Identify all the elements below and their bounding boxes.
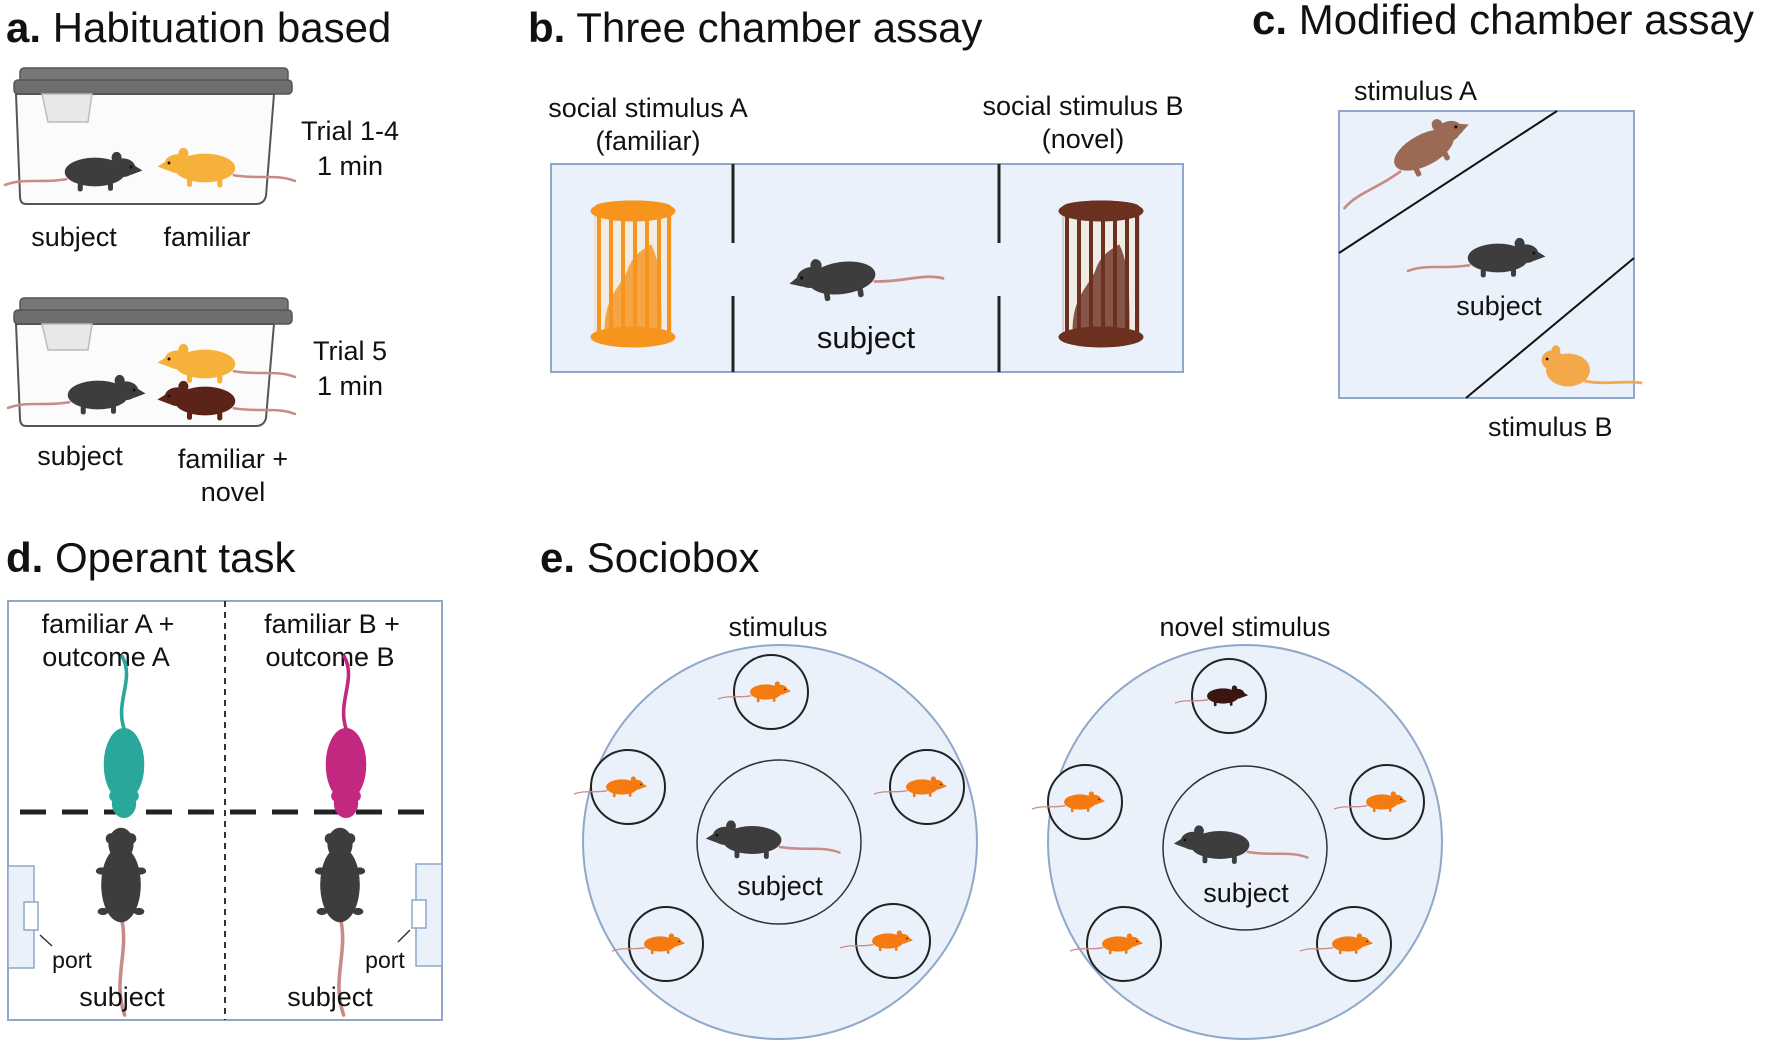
- novel-stimulus-label-e: novel stimulus: [1159, 612, 1330, 642]
- familiar-b-label-2: outcome B: [265, 642, 394, 672]
- stimulus-a-label-1: social stimulus A: [548, 93, 748, 123]
- right-port: [397, 863, 443, 967]
- stimulus-a-label-c: stimulus A: [1354, 76, 1477, 106]
- panel-d: d. Operant task familiar A + outcome A f…: [6, 534, 443, 1021]
- stimulus-label-e: stimulus: [728, 612, 827, 642]
- panel-b: b. Three chamber assay social stimulus A…: [528, 4, 1184, 373]
- trial-1-4-duration: 1 min: [317, 151, 383, 181]
- diagonal-partitions: [1338, 110, 1635, 399]
- home-cage-trial-1-4: [13, 67, 293, 205]
- panel-a: a. Habituation based Trial 1-4 1 min sub…: [3, 4, 399, 507]
- subject-label-d-right: subject: [287, 982, 373, 1012]
- chamber-dividers: [731, 164, 1001, 372]
- panel-b-title: b. Three chamber assay: [528, 4, 982, 51]
- stimulus-b-label-2: (novel): [1042, 124, 1125, 154]
- subject-label-e-left: subject: [737, 871, 823, 901]
- novel-cage: [1057, 199, 1145, 349]
- familiar-cage: [589, 199, 677, 349]
- port-label-left: port: [52, 947, 92, 973]
- stimulus-b-label-1: social stimulus B: [982, 91, 1183, 121]
- trial-1-4-label: Trial 1-4: [301, 116, 399, 146]
- subject-label-c: subject: [1456, 291, 1542, 321]
- stimulus-a-label-2: (familiar): [596, 126, 701, 156]
- subject-label-e-right: subject: [1203, 878, 1289, 908]
- left-port: [7, 865, 53, 969]
- subject-label: subject: [31, 222, 117, 252]
- port-label-right: port: [365, 947, 405, 973]
- familiar-a-label-1: familiar A +: [42, 609, 175, 639]
- familiar-a-label-2: outcome A: [42, 642, 170, 672]
- panel-d-title: d. Operant task: [6, 534, 296, 581]
- panel-e-title: e. Sociobox: [540, 534, 759, 581]
- familiar-label: familiar: [163, 222, 250, 252]
- trial-5-duration: 1 min: [317, 371, 383, 401]
- home-cage-trial-5: [13, 297, 293, 427]
- stimulus-b-label-c: stimulus B: [1488, 412, 1613, 442]
- subject-label-d-left: subject: [79, 982, 165, 1012]
- subject-label-trial-5: subject: [37, 441, 123, 471]
- sociobox-right: subject: [1031, 644, 1443, 1040]
- familiar-novel-label-1: familiar +: [178, 444, 288, 474]
- sociobox-left: subject: [573, 644, 978, 1040]
- trial-5-label: Trial 5: [313, 336, 387, 366]
- familiar-novel-label-2: novel: [201, 477, 266, 507]
- panel-e: e. Sociobox stimulus novel stimulus subj…: [540, 534, 1443, 1040]
- familiar-b-label-1: familiar B +: [264, 609, 400, 639]
- panel-a-title: a. Habituation based: [6, 4, 391, 51]
- stimulus-b-mouse: [1541, 345, 1643, 387]
- panel-c-title: c. Modified chamber assay: [1252, 0, 1754, 43]
- panel-c: c. Modified chamber assay stimulus A sub…: [1252, 0, 1754, 442]
- subject-label-b: subject: [817, 320, 916, 355]
